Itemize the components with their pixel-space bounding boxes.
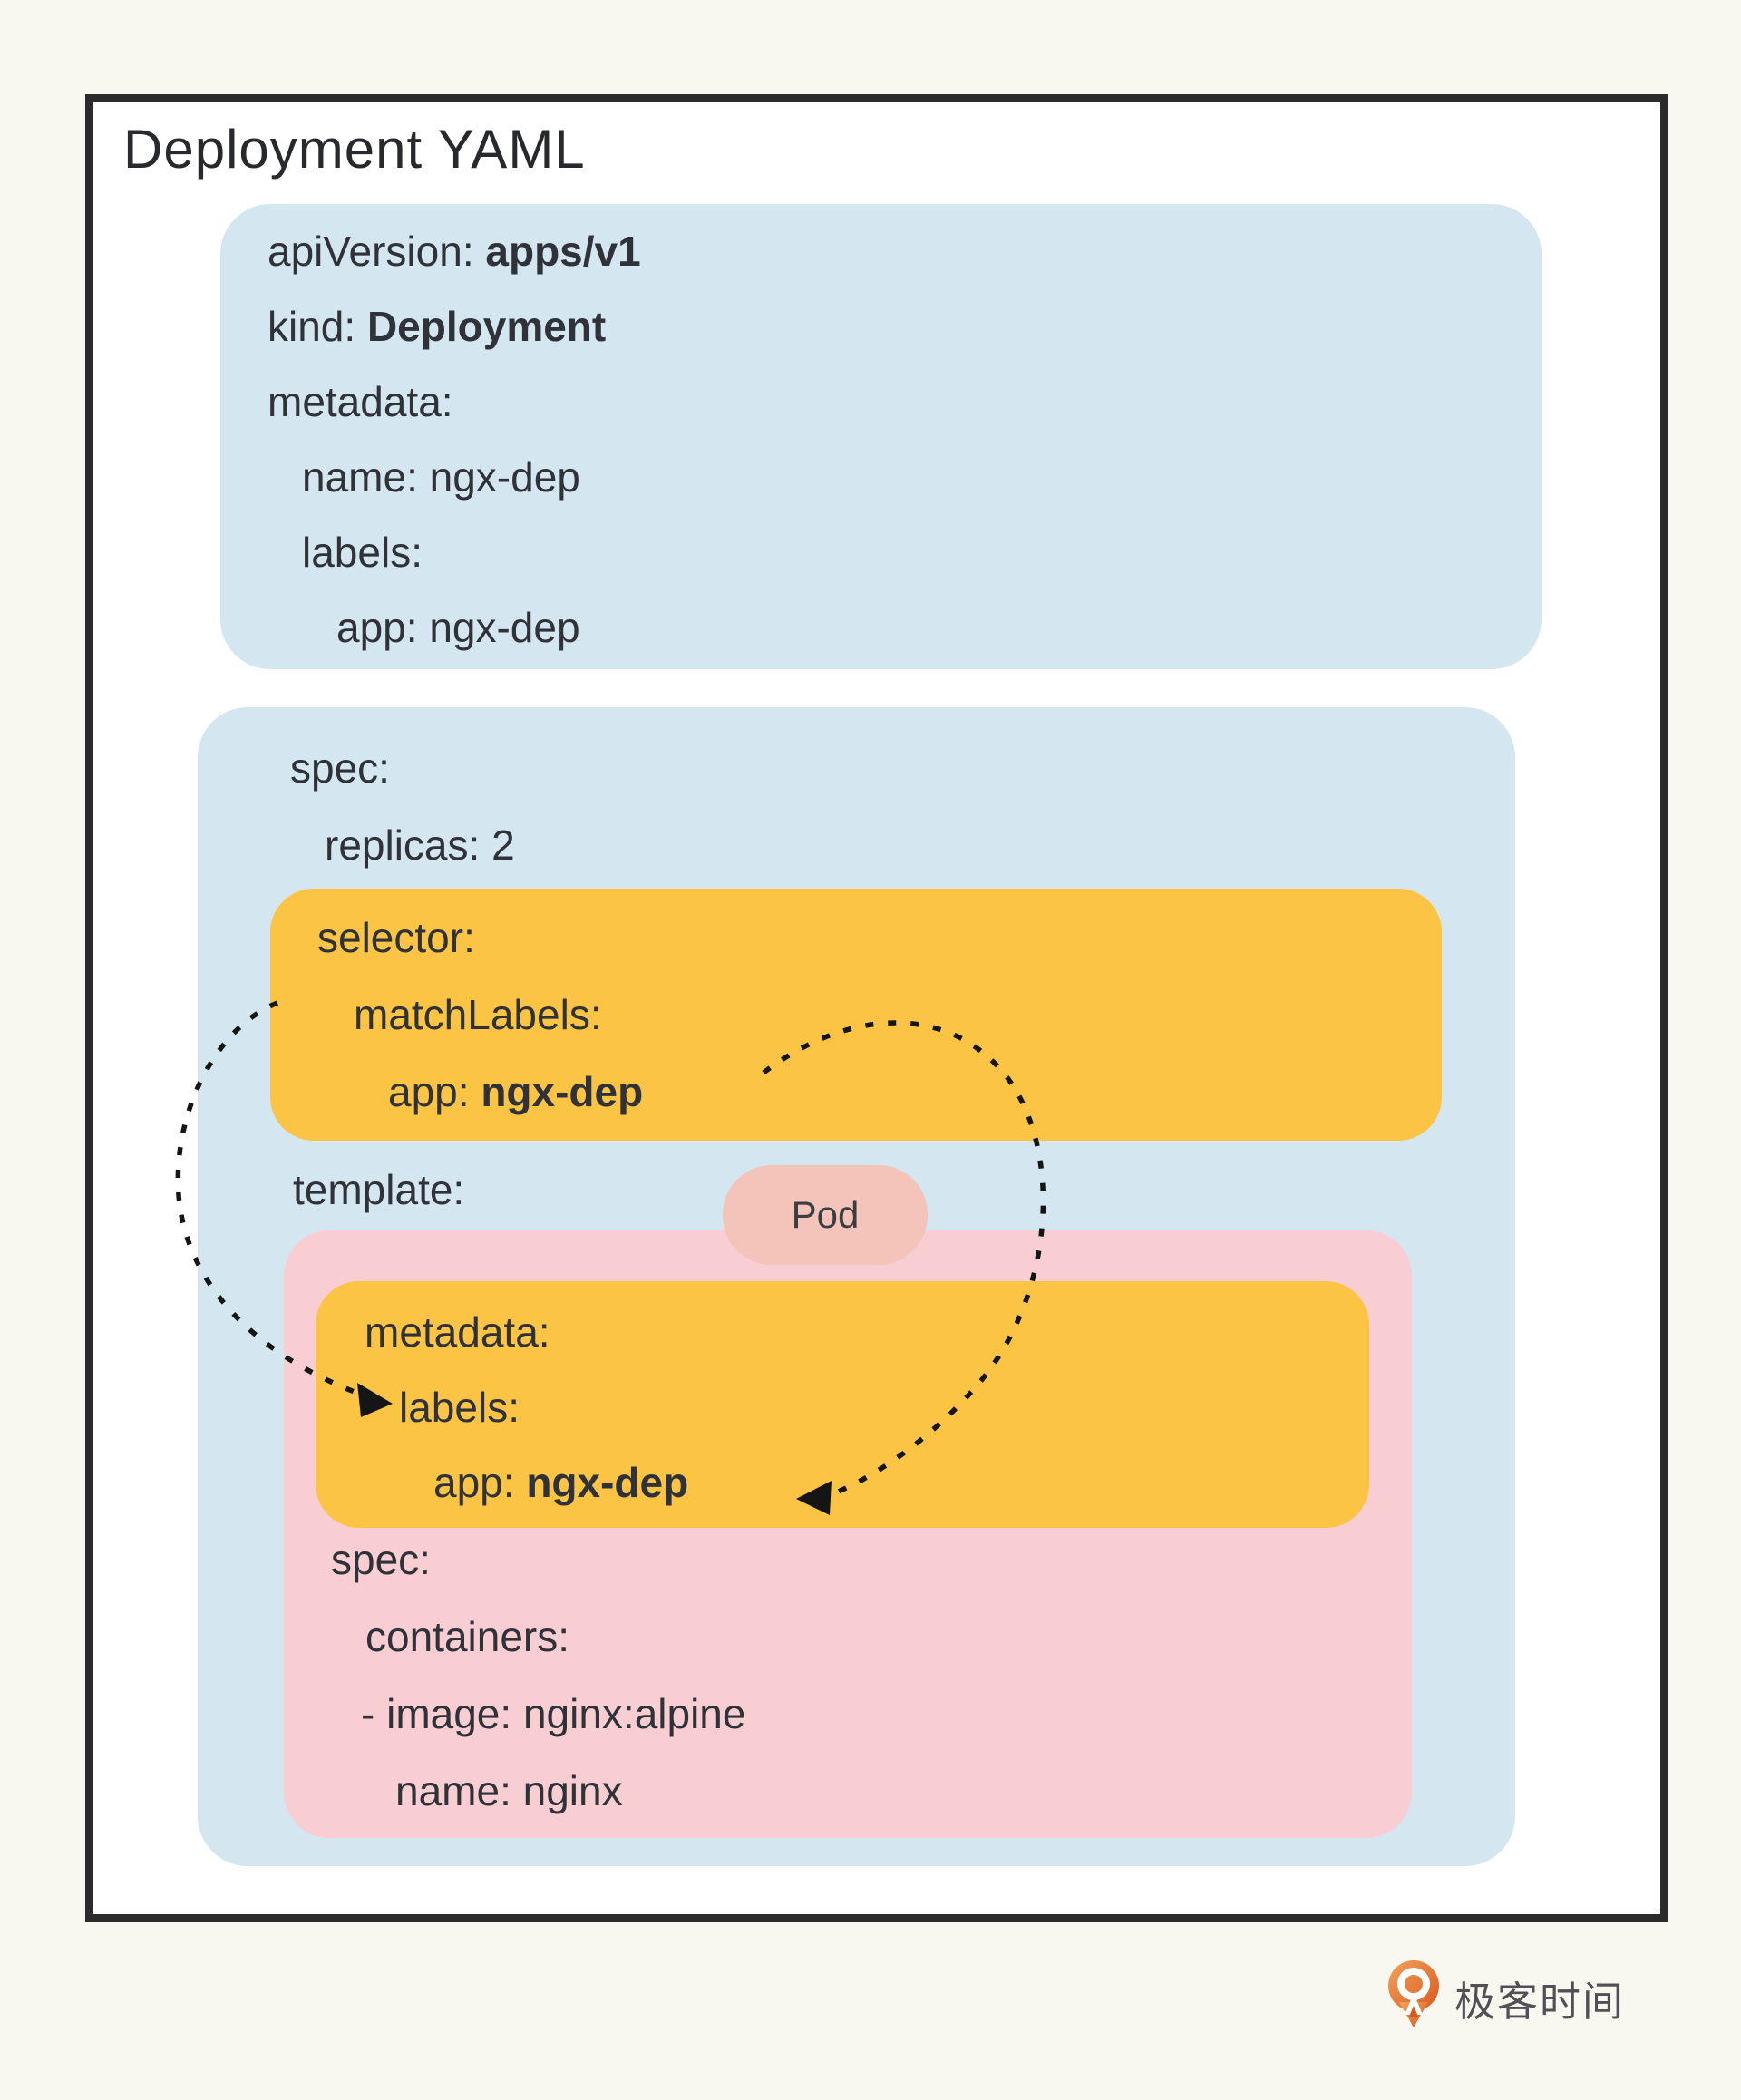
diagram-title: Deployment YAML — [123, 119, 586, 180]
yaml-line-template: template: — [293, 1166, 465, 1213]
yaml-line-pod-spec: spec: — [331, 1536, 431, 1583]
yaml-line-pod-containers: containers: — [365, 1613, 570, 1660]
yaml-line-name: name: ngx-dep — [302, 453, 580, 501]
yaml-line-pod-image: - image: nginx:alpine — [361, 1690, 746, 1737]
yaml-line-replicas: replicas: 2 — [325, 822, 515, 869]
yaml-line-matchlabels: matchLabels: — [354, 991, 602, 1038]
yaml-line-pod-app: app: ngx-dep — [433, 1459, 689, 1506]
yaml-line-spec: spec: — [290, 744, 390, 792]
geektime-logo-icon — [1388, 1960, 1439, 2027]
yaml-line-pod-labels: labels: — [399, 1384, 520, 1431]
deployment-metadata-box — [220, 204, 1542, 669]
geektime-logo: 极客时间 — [1386, 1959, 1625, 2037]
pod-badge: Pod — [723, 1165, 928, 1265]
yaml-line-pod-name: name: nginx — [395, 1767, 623, 1814]
yaml-line-metadata: metadata: — [267, 378, 453, 425]
yaml-line-labels: labels: — [302, 529, 423, 576]
geektime-logo-text: 极客时间 — [1454, 1978, 1626, 2025]
yaml-line-kind: kind: Deployment — [267, 303, 607, 350]
yaml-line-apiversion: apiVersion: apps/v1 — [267, 228, 641, 275]
yaml-line-selector: selector: — [317, 914, 475, 961]
yaml-line-pod-metadata: metadata: — [365, 1308, 550, 1356]
yaml-line-app: app: ngx-dep — [336, 604, 580, 651]
yaml-line-selector-app: app: ngx-dep — [388, 1068, 644, 1115]
